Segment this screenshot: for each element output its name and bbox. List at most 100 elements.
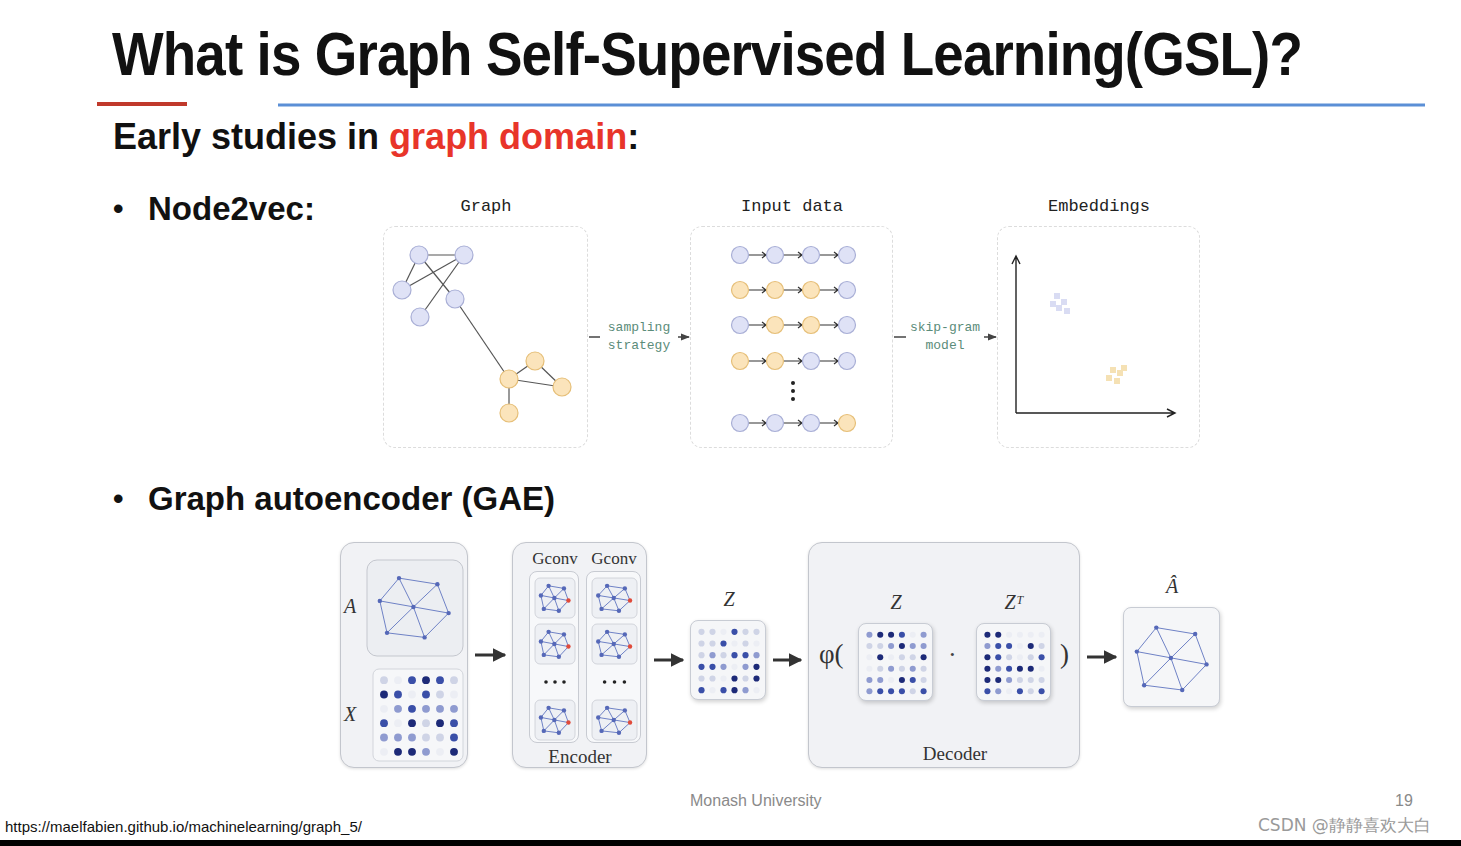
matrix-cell [731,664,737,670]
graph-edge [541,641,569,646]
graph-card [535,624,575,664]
matrix-cell [1028,688,1034,694]
graph-vertex [617,609,621,613]
graph-vertex [596,639,600,643]
matrix-cell [408,676,416,684]
graph-vertex [599,729,603,733]
ellipsis-dot [603,680,607,684]
graph-vertex [839,282,856,299]
graph-edge [602,720,614,731]
graph-vertex [767,317,784,334]
matrix-cell [450,705,458,713]
adjacency-card [367,560,463,656]
graph-edge [614,588,625,598]
matrix-cell [753,675,759,681]
embedding-point [1106,375,1112,381]
graph-edge [380,601,449,613]
graph-edge [549,586,564,589]
graph-vertex [1180,688,1184,692]
sequence-arrow [749,358,766,364]
subtitle-text: Early studies in [113,116,379,157]
matrix-cell [910,688,916,694]
matrix-cell [720,687,726,693]
matrix-cell [422,691,430,699]
graph-vertex [599,653,603,657]
source-url: https://maelfabien.github.io/machinelear… [5,818,362,835]
node-illustration [1124,608,1221,708]
matrix-cell [380,719,388,727]
matrix-cell [995,654,1001,660]
ellipsis-dot [544,680,548,684]
matrix-cell [888,688,894,694]
matrix-cell [1006,666,1012,672]
gconv-layer: Gconv [586,571,641,743]
matrix-cell [422,676,430,684]
graph-edge [544,720,555,731]
matrix-cell [995,677,1001,683]
matrix-cell [984,654,990,660]
graph-vertex [539,715,543,719]
graph-vertex [1193,632,1197,636]
node-heading: Z [723,588,734,611]
embedding-point [1050,301,1056,307]
matrix-cell [910,654,916,660]
matrix-cell [753,640,759,646]
graph-edge [602,731,619,733]
matrix-cell [910,632,916,638]
matrix-cell [394,705,402,713]
matrix-cell [709,640,715,646]
matrix-cell [877,643,883,649]
matrix-cell [1039,688,1045,694]
matrix-cell [698,675,704,681]
blue-rule [278,104,1425,107]
ellipsis-dot [562,680,566,684]
matrix-cell [436,676,444,684]
matrix-cell [995,688,1001,694]
matrix-cell [709,675,715,681]
graph-vertex [623,708,627,712]
graph-vertex [553,378,571,396]
node-illustration [977,624,1052,702]
sequence-arrow [784,252,802,258]
matrix-cell [866,654,872,660]
graph-vertex [546,584,550,588]
graph-edge [1171,658,1182,690]
node-heading: Â [1166,575,1178,598]
graph-edge [602,609,619,611]
graph-vertex [562,586,566,590]
matrix-cell [921,632,927,638]
graph-edge [619,647,630,657]
graph-vertex [446,611,450,615]
graph-vertex [542,607,546,611]
bullet: • [113,482,124,517]
matrix-cell [394,719,402,727]
matrix-cell [877,688,883,694]
matrix-cell [422,719,430,727]
embedding-axes [1012,256,1175,417]
graph-vertex [767,282,784,299]
ellipsis-dot [791,389,795,393]
matrix-cell [422,705,430,713]
matrix-cell [720,652,726,658]
graph-vertex [1135,649,1139,653]
embedding-panel: Embeddings [997,226,1200,448]
graph-edge [614,634,625,644]
matrix-cell [984,643,990,649]
matrix-cell [422,748,430,756]
graph-edge [602,598,614,609]
graph-edge [544,644,555,655]
embedding-point [1121,365,1127,371]
node-illustration [859,624,934,702]
matrix-cell [1006,688,1012,694]
graph-card [592,700,637,740]
matrix-cell [436,748,444,756]
embedding-point [1114,378,1120,384]
sequence-arrow [820,252,838,258]
graph-vertex [562,708,566,712]
matrix-cell [899,688,905,694]
graph-card [592,578,637,618]
graph-vertex [628,598,632,602]
sequence-arrow [820,358,838,364]
matrix-cell [450,691,458,699]
matrix-cell [888,632,894,638]
